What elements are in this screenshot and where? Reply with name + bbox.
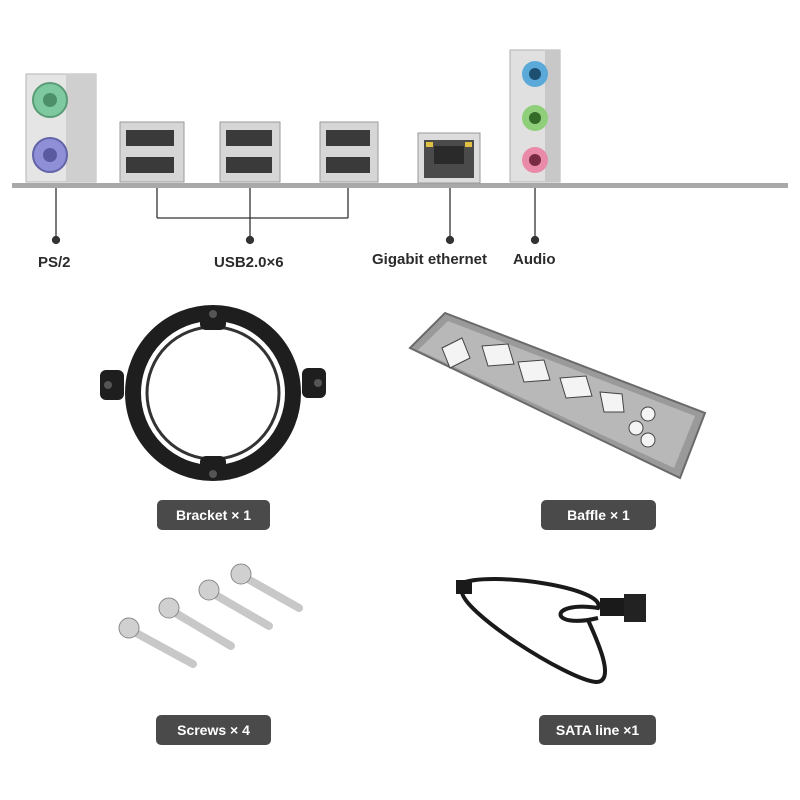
ethernet-label: Gigabit ethernet bbox=[372, 251, 488, 268]
usb-label: USB2.0×6 bbox=[214, 254, 284, 271]
screw bbox=[118, 617, 197, 668]
baffle-label: Baffle × 1 bbox=[541, 500, 656, 530]
screw bbox=[230, 563, 303, 612]
bracket-image bbox=[100, 305, 326, 481]
io-ports-illustration bbox=[12, 49, 788, 245]
screws-label: Screws × 4 bbox=[156, 715, 271, 745]
board-edge bbox=[12, 183, 788, 188]
usb-port-stack-3 bbox=[319, 121, 379, 183]
bracket-label: Bracket × 1 bbox=[157, 500, 270, 530]
ethernet-port bbox=[417, 132, 481, 184]
callout-lines bbox=[51, 188, 540, 245]
usb-port-stack-1 bbox=[119, 121, 185, 183]
baffle-image bbox=[408, 311, 707, 480]
screw bbox=[158, 597, 235, 650]
ps2-label: PS/2 bbox=[38, 254, 71, 271]
sata-cable-image bbox=[456, 577, 646, 685]
sata-label: SATA line ×1 bbox=[539, 715, 656, 745]
screw bbox=[198, 579, 273, 630]
audio-label: Audio bbox=[513, 251, 556, 268]
screws-image bbox=[118, 563, 303, 668]
usb-port-stack-2 bbox=[219, 121, 281, 183]
ps2-port-stack bbox=[25, 73, 97, 183]
audio-jack-stack bbox=[509, 49, 561, 183]
